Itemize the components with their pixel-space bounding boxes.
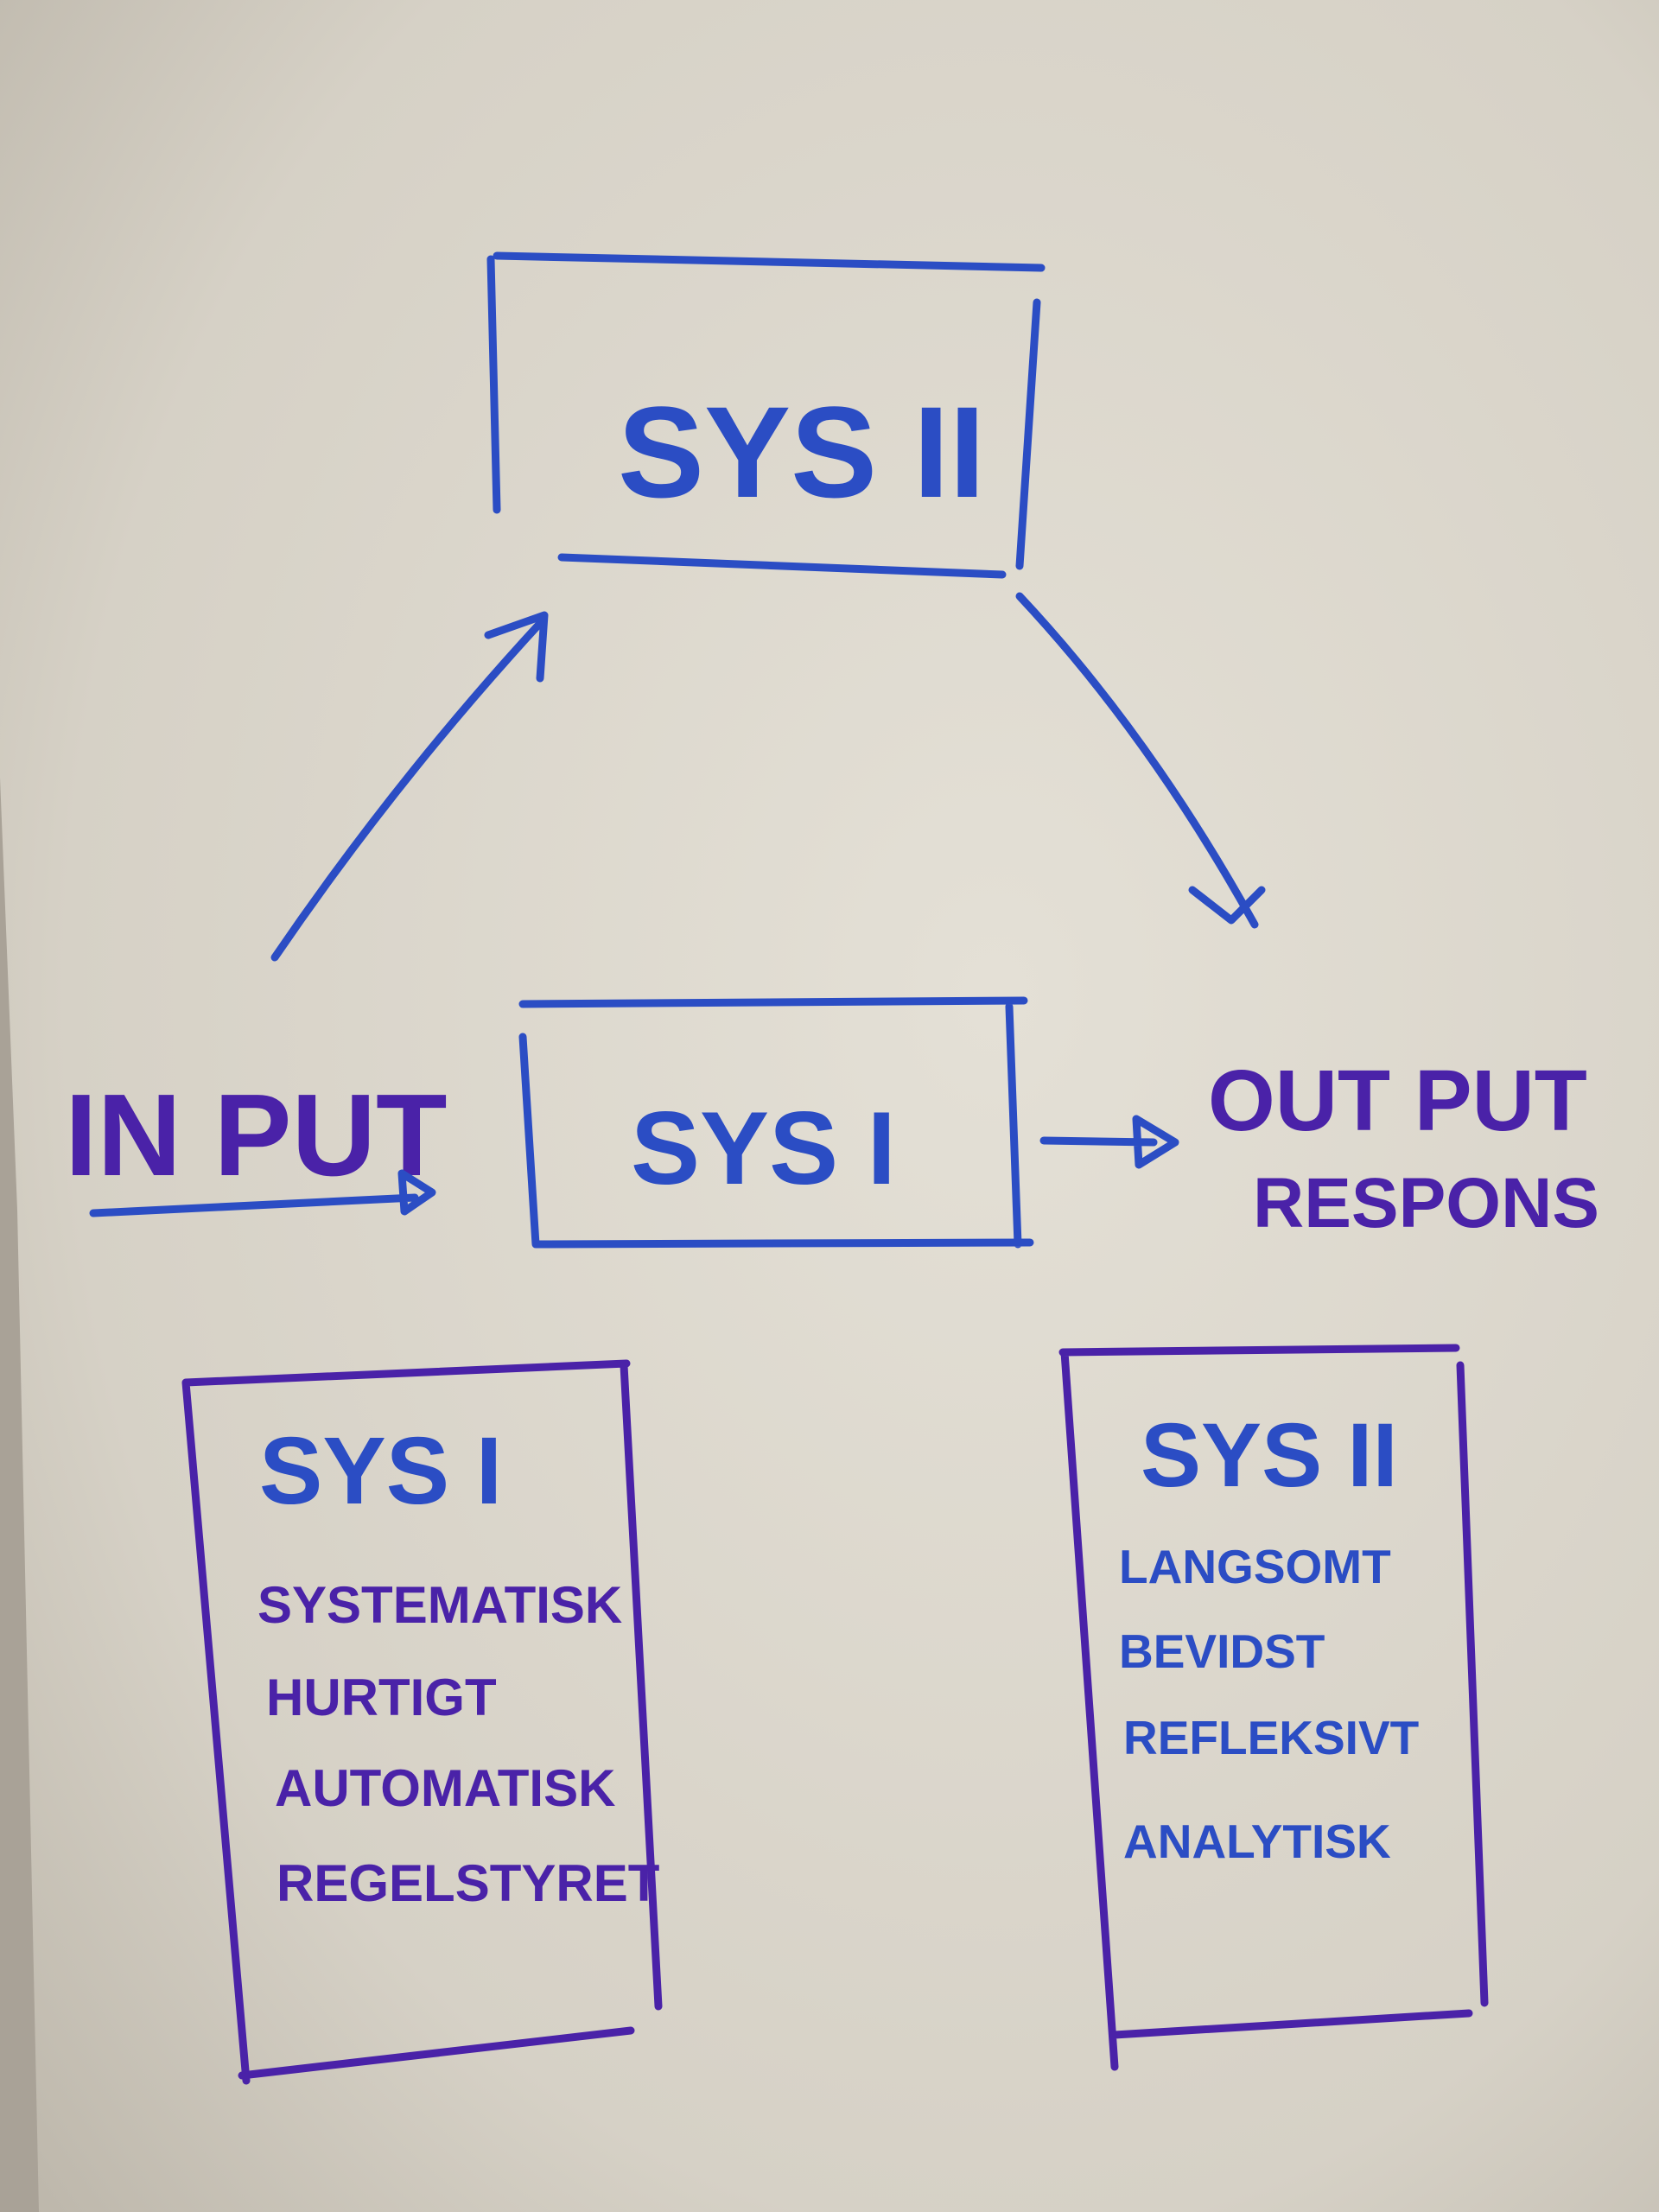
- right-card-title: SYS II: [1141, 1405, 1398, 1506]
- top-sys2-box: SYS II: [486, 251, 1046, 579]
- arrow-input-to-sys1: [89, 1169, 436, 1217]
- right-card-item: REFLEKSIVT: [1123, 1711, 1419, 1764]
- right-sys2-card: SYS II LANGSOMT BEVIDST REFLEKSIVT ANALY…: [1058, 1344, 1489, 2071]
- input-label: IN PUT: [65, 1070, 448, 1200]
- right-card-item: ANALYTISK: [1123, 1815, 1391, 1868]
- arrow-sys1-to-output: [1039, 1115, 1179, 1169]
- left-card-item: SYSTEMATISK: [257, 1576, 622, 1634]
- output-label-line2: RESPONS: [1253, 1164, 1599, 1243]
- arrow-sys2-to-output: [1015, 592, 1266, 929]
- output-label-line1: OUT PUT: [1208, 1052, 1587, 1149]
- left-sys1-card: SYS I SYSTEMATISK HURTIGT AUTOMATISK REG…: [181, 1359, 663, 2085]
- left-card-title: SYS I: [259, 1418, 502, 1524]
- center-box-label: SYS I: [631, 1090, 896, 1206]
- right-card-item: BEVIDST: [1119, 1624, 1325, 1678]
- arrow-input-to-sys2: [270, 611, 549, 962]
- center-sys1-box: SYS I: [518, 996, 1034, 1249]
- right-card-item: LANGSOMT: [1119, 1540, 1391, 1593]
- left-card-item: REGELSTYRET: [276, 1854, 659, 1912]
- left-card-item: HURTIGT: [266, 1669, 497, 1726]
- left-card-item: AUTOMATISK: [275, 1759, 615, 1817]
- top-box-label: SYS II: [618, 379, 985, 524]
